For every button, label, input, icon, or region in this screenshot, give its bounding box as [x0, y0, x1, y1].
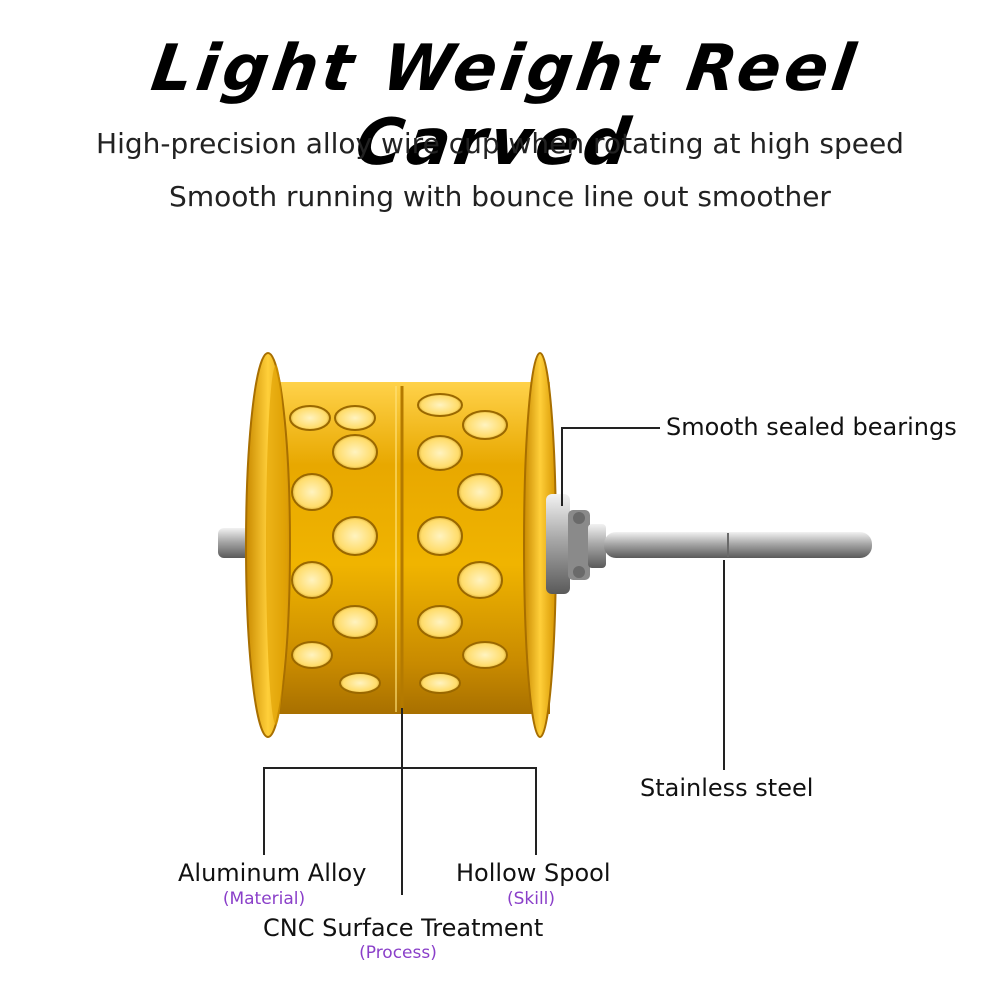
note-process: (Process): [359, 943, 437, 963]
label-stainless-steel: Stainless steel: [640, 774, 814, 802]
bearing: [546, 494, 606, 594]
spool-holes: [289, 393, 508, 694]
note-skill: (Skill): [506, 889, 556, 909]
subtitle-line-2: Smooth running with bounce line out smoo…: [169, 180, 831, 213]
stainless-shaft: [604, 532, 872, 558]
left-axle-stub: [218, 528, 252, 558]
spool-body: [245, 352, 557, 738]
label-bearings: Smooth sealed bearings: [666, 413, 957, 441]
label-aluminum-alloy: Aluminum Alloy: [178, 859, 367, 887]
subtitle-line-1: High-precision alloy wire cup when rotat…: [96, 127, 904, 160]
callout-lines: [263, 427, 725, 895]
note-material: (Material): [222, 889, 306, 909]
label-cnc-surface-treatment: CNC Surface Treatment: [263, 914, 544, 942]
label-hollow-spool: Hollow Spool: [456, 859, 611, 887]
